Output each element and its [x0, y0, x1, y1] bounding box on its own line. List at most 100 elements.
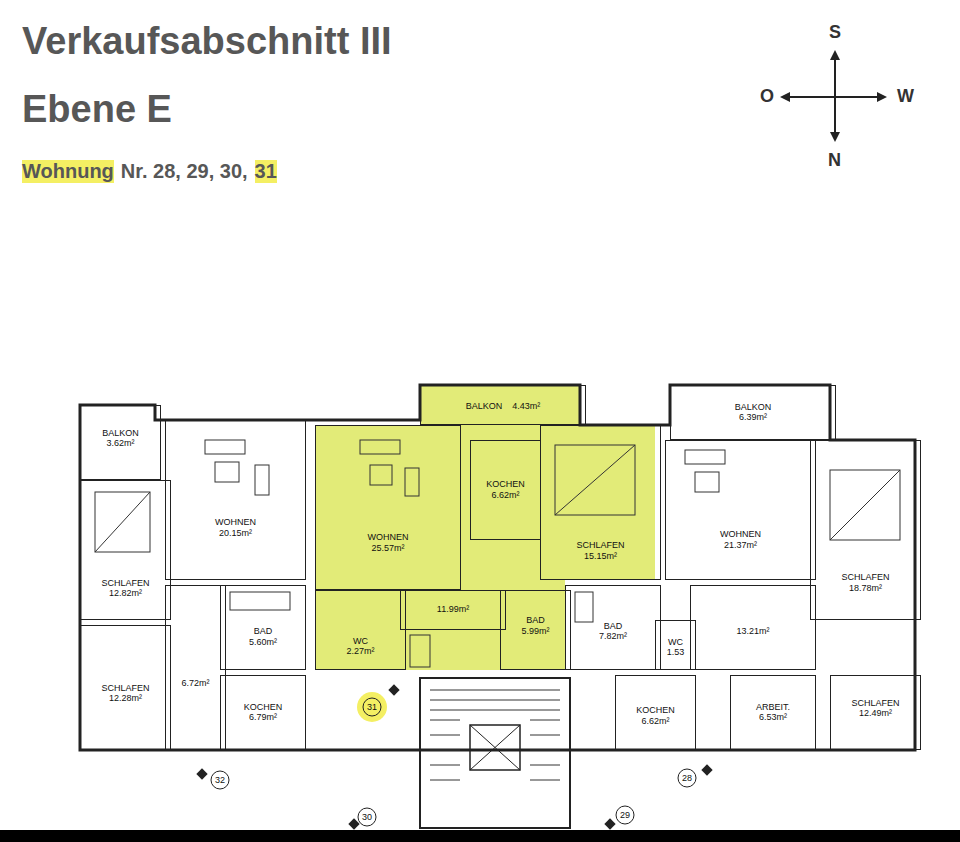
- room: KOCHEN6.79m²: [220, 675, 306, 750]
- callout-circles: [211, 698, 696, 826]
- room-label: BAD5.99m²: [501, 615, 570, 636]
- stair-step: [430, 765, 460, 766]
- room-label: BAD5.60m²: [221, 626, 305, 647]
- room-label: SCHLAFEN15.15m²: [541, 540, 660, 561]
- room-name: 13.21m²: [736, 626, 769, 636]
- room-area: 7.82m²: [599, 631, 627, 641]
- room-area: 6.53m²: [759, 712, 787, 722]
- room-name: BALKON: [735, 402, 772, 412]
- room-area: 5.60m²: [249, 637, 277, 647]
- callout-circle: [678, 769, 696, 787]
- room-label: KOCHEN6.79m²: [221, 702, 305, 723]
- armchair: [255, 465, 269, 495]
- room-name: 11.99m²: [437, 604, 469, 614]
- room-name: 6.72m²: [181, 678, 209, 688]
- callout-number: 29: [620, 810, 630, 820]
- table: [695, 472, 719, 492]
- stair-step: [430, 750, 460, 751]
- compass-letter: N: [828, 150, 841, 171]
- stairs: [430, 690, 560, 780]
- compass: [780, 50, 887, 142]
- room-area: 6.62m²: [491, 490, 519, 500]
- callout-number: 30: [362, 812, 372, 822]
- bed: [555, 445, 635, 515]
- furniture: [95, 440, 900, 667]
- table: [215, 462, 239, 482]
- stair-step: [530, 780, 560, 781]
- callout-number: 31: [367, 702, 377, 712]
- entry-mark: [604, 818, 615, 829]
- room-label: 6.72m²: [166, 678, 225, 688]
- level-title: Ebene E: [22, 88, 172, 131]
- room: SCHLAFEN12.82m²: [80, 480, 171, 620]
- room-name: WOHNEN: [215, 517, 256, 527]
- room-name: KOCHEN: [244, 702, 283, 712]
- plan-title: Verkaufsabschnitt III: [22, 20, 392, 63]
- outer-wall: [80, 385, 915, 750]
- room-label: ARBEIT.6.53m²: [731, 702, 815, 723]
- room-name: SCHLAFEN: [851, 698, 899, 708]
- room-area: 6.62m²: [641, 716, 669, 726]
- room: BAD5.99m²: [500, 590, 571, 670]
- room: WOHNEN25.57m²: [315, 425, 461, 590]
- callout-number: 32: [215, 775, 225, 785]
- armchair: [405, 468, 419, 496]
- room-label: BALKON6.39m²: [671, 402, 835, 423]
- room-label: SCHLAFEN12.49m²: [831, 698, 920, 719]
- stair-step: [530, 720, 560, 721]
- bathtub: [230, 592, 290, 610]
- room-area: 6.39m²: [739, 412, 767, 422]
- room-label: SCHLAFEN12.82m²: [81, 578, 170, 599]
- room-name: KOCHEN: [486, 479, 525, 489]
- compass-letter: W: [897, 86, 914, 107]
- stair-step: [430, 735, 460, 736]
- room: BAD5.60m²: [220, 585, 306, 670]
- room-name: WOHNEN: [720, 529, 761, 539]
- entry-mark: [701, 764, 712, 775]
- room-name: BAD: [526, 615, 545, 625]
- lift-shaft: [470, 725, 520, 770]
- stair-step: [430, 780, 460, 781]
- room: 6.72m²: [165, 585, 226, 750]
- stair-step: [430, 720, 460, 721]
- room-label: WC2.27m²: [316, 636, 405, 657]
- bathtub: [575, 592, 593, 622]
- room: BAD7.82m²: [565, 585, 661, 670]
- room-area: 18.78m²: [849, 583, 882, 593]
- stair-step: [430, 700, 560, 701]
- room-label: BAD7.82m²: [566, 621, 660, 642]
- entry-marks: [196, 684, 712, 829]
- room-label: WOHNEN25.57m²: [316, 532, 460, 553]
- room-name: SCHLAFEN: [101, 683, 149, 693]
- room-name: BAD: [604, 621, 623, 631]
- stair-step: [530, 735, 560, 736]
- subtitle: WohnungNr. 28, 29, 30,31: [22, 160, 277, 183]
- room-label: KOCHEN6.62m²: [616, 705, 695, 726]
- bathtub: [410, 635, 430, 667]
- room: WOHNEN20.15m²: [165, 420, 306, 580]
- callout-circle: [616, 806, 634, 824]
- room-name: BALKON: [466, 401, 503, 411]
- sofa: [205, 440, 245, 454]
- bottom-bar: [0, 830, 960, 842]
- subtitle-part: Nr. 28, 29, 30,: [121, 160, 248, 183]
- room-area: 1.53: [667, 647, 685, 657]
- room-name: WOHNEN: [368, 532, 409, 542]
- arrow-head: [830, 50, 840, 60]
- room-name: SCHLAFEN: [576, 540, 624, 550]
- apartment-highlight: [315, 385, 655, 670]
- table: [370, 465, 392, 485]
- room-label: WOHNEN20.15m²: [166, 517, 305, 538]
- callout-number: 28: [682, 773, 692, 783]
- callout-circle: [358, 808, 376, 826]
- room-name: KOCHEN: [636, 705, 675, 715]
- room-area: 3.62m²: [106, 438, 134, 448]
- room-label: BALKON3.62m²: [81, 428, 160, 449]
- callout-circle: [211, 771, 229, 789]
- room: KOCHEN6.62m²: [615, 675, 696, 750]
- entry-mark: [348, 818, 359, 829]
- room-area: 12.28m²: [109, 693, 142, 703]
- room-name: WC: [668, 637, 683, 647]
- room: ARBEIT.6.53m²: [730, 675, 816, 750]
